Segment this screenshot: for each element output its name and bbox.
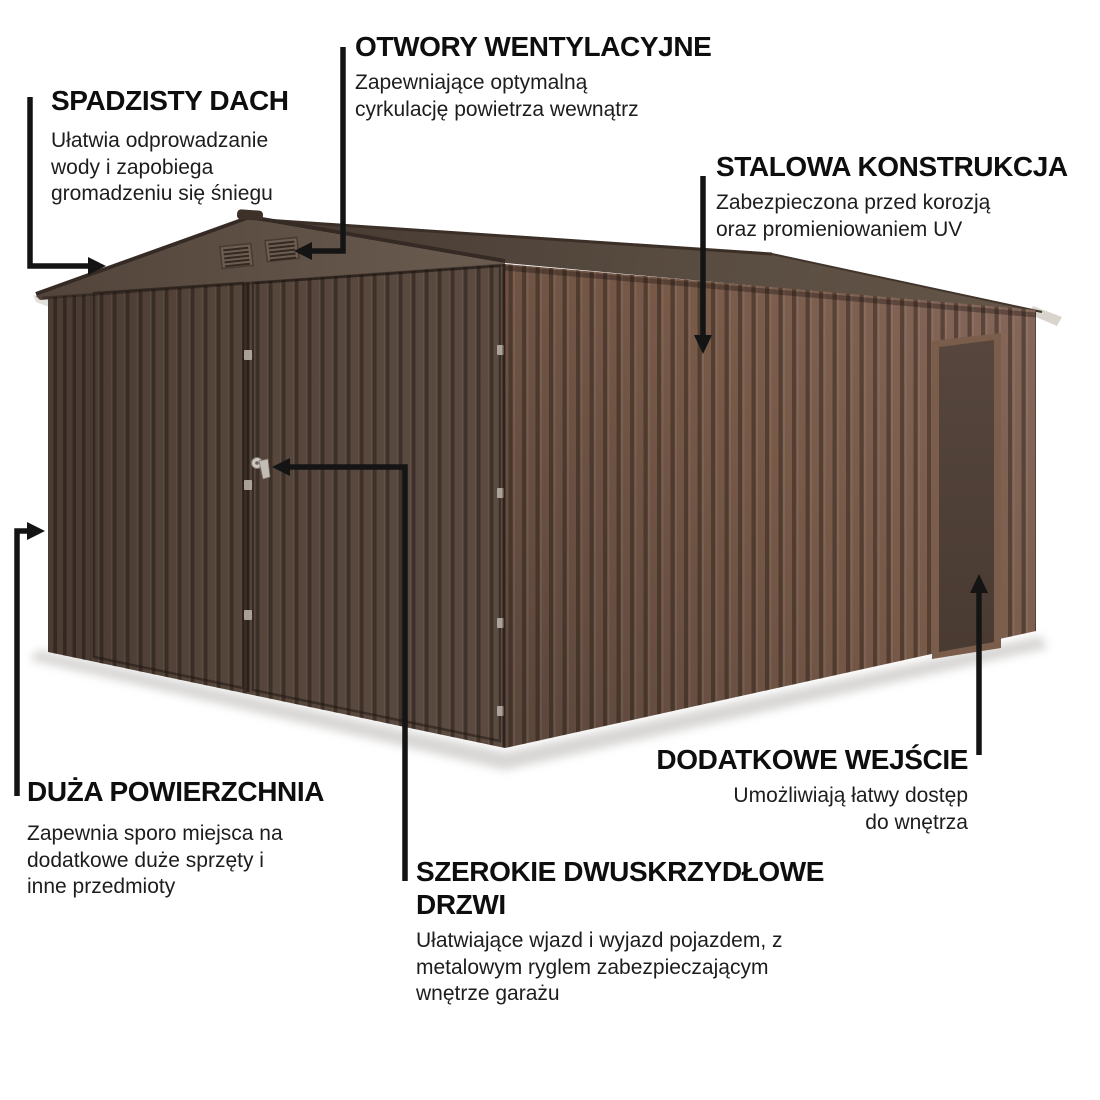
annotation-entry: DODATKOWE WEJŚCIE Umożliwiają łatwy dost… [656, 743, 968, 836]
annotation-roof-heading: SPADZISTY DACH [51, 85, 289, 116]
roof-arrow-icon [88, 257, 106, 275]
vents-arrow-icon [294, 242, 312, 260]
annotation-steel: STALOWA KONSTRUKCJA Zabezpieczona przed … [716, 150, 1068, 243]
annotation-doors-heading: SZEROKIE DWUSKRZYDŁOWE DRZWI [416, 856, 825, 920]
doors-pointer-line [290, 464, 408, 881]
vent-grille-left [219, 242, 254, 270]
annotation-entry-heading: DODATKOWE WEJŚCIE [656, 744, 968, 775]
annotation-doors-body: Ułatwiające wjazd i wyjazd pojazdem, z m… [416, 929, 783, 1005]
annotation-area: DUŻA POWIERZCHNIA Zapewnia sporo miejsca… [27, 775, 324, 901]
area-arrow-icon [27, 522, 45, 540]
side-wall [502, 264, 1037, 748]
front-wall [41, 263, 505, 748]
steel-arrow-icon [694, 335, 712, 354]
annotation-vents: OTWORY WENTYLACYJNE Zapewniające optymal… [355, 30, 712, 123]
side-door [932, 333, 1001, 659]
annotation-steel-heading: STALOWA KONSTRUKCJA [716, 151, 1068, 182]
roof-pointer-line [27, 97, 89, 269]
annotation-vents-heading: OTWORY WENTYLACYJNE [355, 31, 712, 62]
vent-grille-right [264, 236, 300, 263]
annotation-steel-body: Zabezpieczona przed korozją oraz promien… [716, 191, 991, 241]
pointer-arrowheads [27, 242, 988, 593]
annotation-area-body: Zapewnia sporo miejsca na dodatkowe duże… [27, 822, 283, 898]
annotation-entry-body: Umożliwiają łatwy dostęp do wnętrza [733, 784, 968, 834]
front-gable [33, 209, 506, 308]
pointer-lines [14, 47, 982, 881]
entry-arrow-icon [970, 574, 988, 593]
annotation-area-heading: DUŻA POWIERZCHNIA [27, 776, 325, 807]
ridge-finial [236, 209, 264, 221]
area-pointer-line [14, 528, 28, 796]
annotation-vents-body: Zapewniające optymalną cyrkulację powiet… [355, 71, 639, 121]
annotation-doors: SZEROKIE DWUSKRZYDŁOWE DRZWI Ułatwiające… [416, 855, 824, 1008]
annotation-roof-body: Ułatwia odprowadzanie wody i zapobiega g… [51, 129, 273, 205]
annotation-roof: SPADZISTY DACH Ułatwia odprowadzanie wod… [51, 84, 289, 208]
door-hinges [244, 345, 504, 716]
roof [249, 217, 1062, 326]
door-handle [251, 457, 271, 480]
double-doors [92, 264, 504, 743]
ground-shadow [30, 636, 1048, 770]
vents-pointer-line [312, 47, 346, 254]
doors-arrow-icon [272, 458, 290, 476]
